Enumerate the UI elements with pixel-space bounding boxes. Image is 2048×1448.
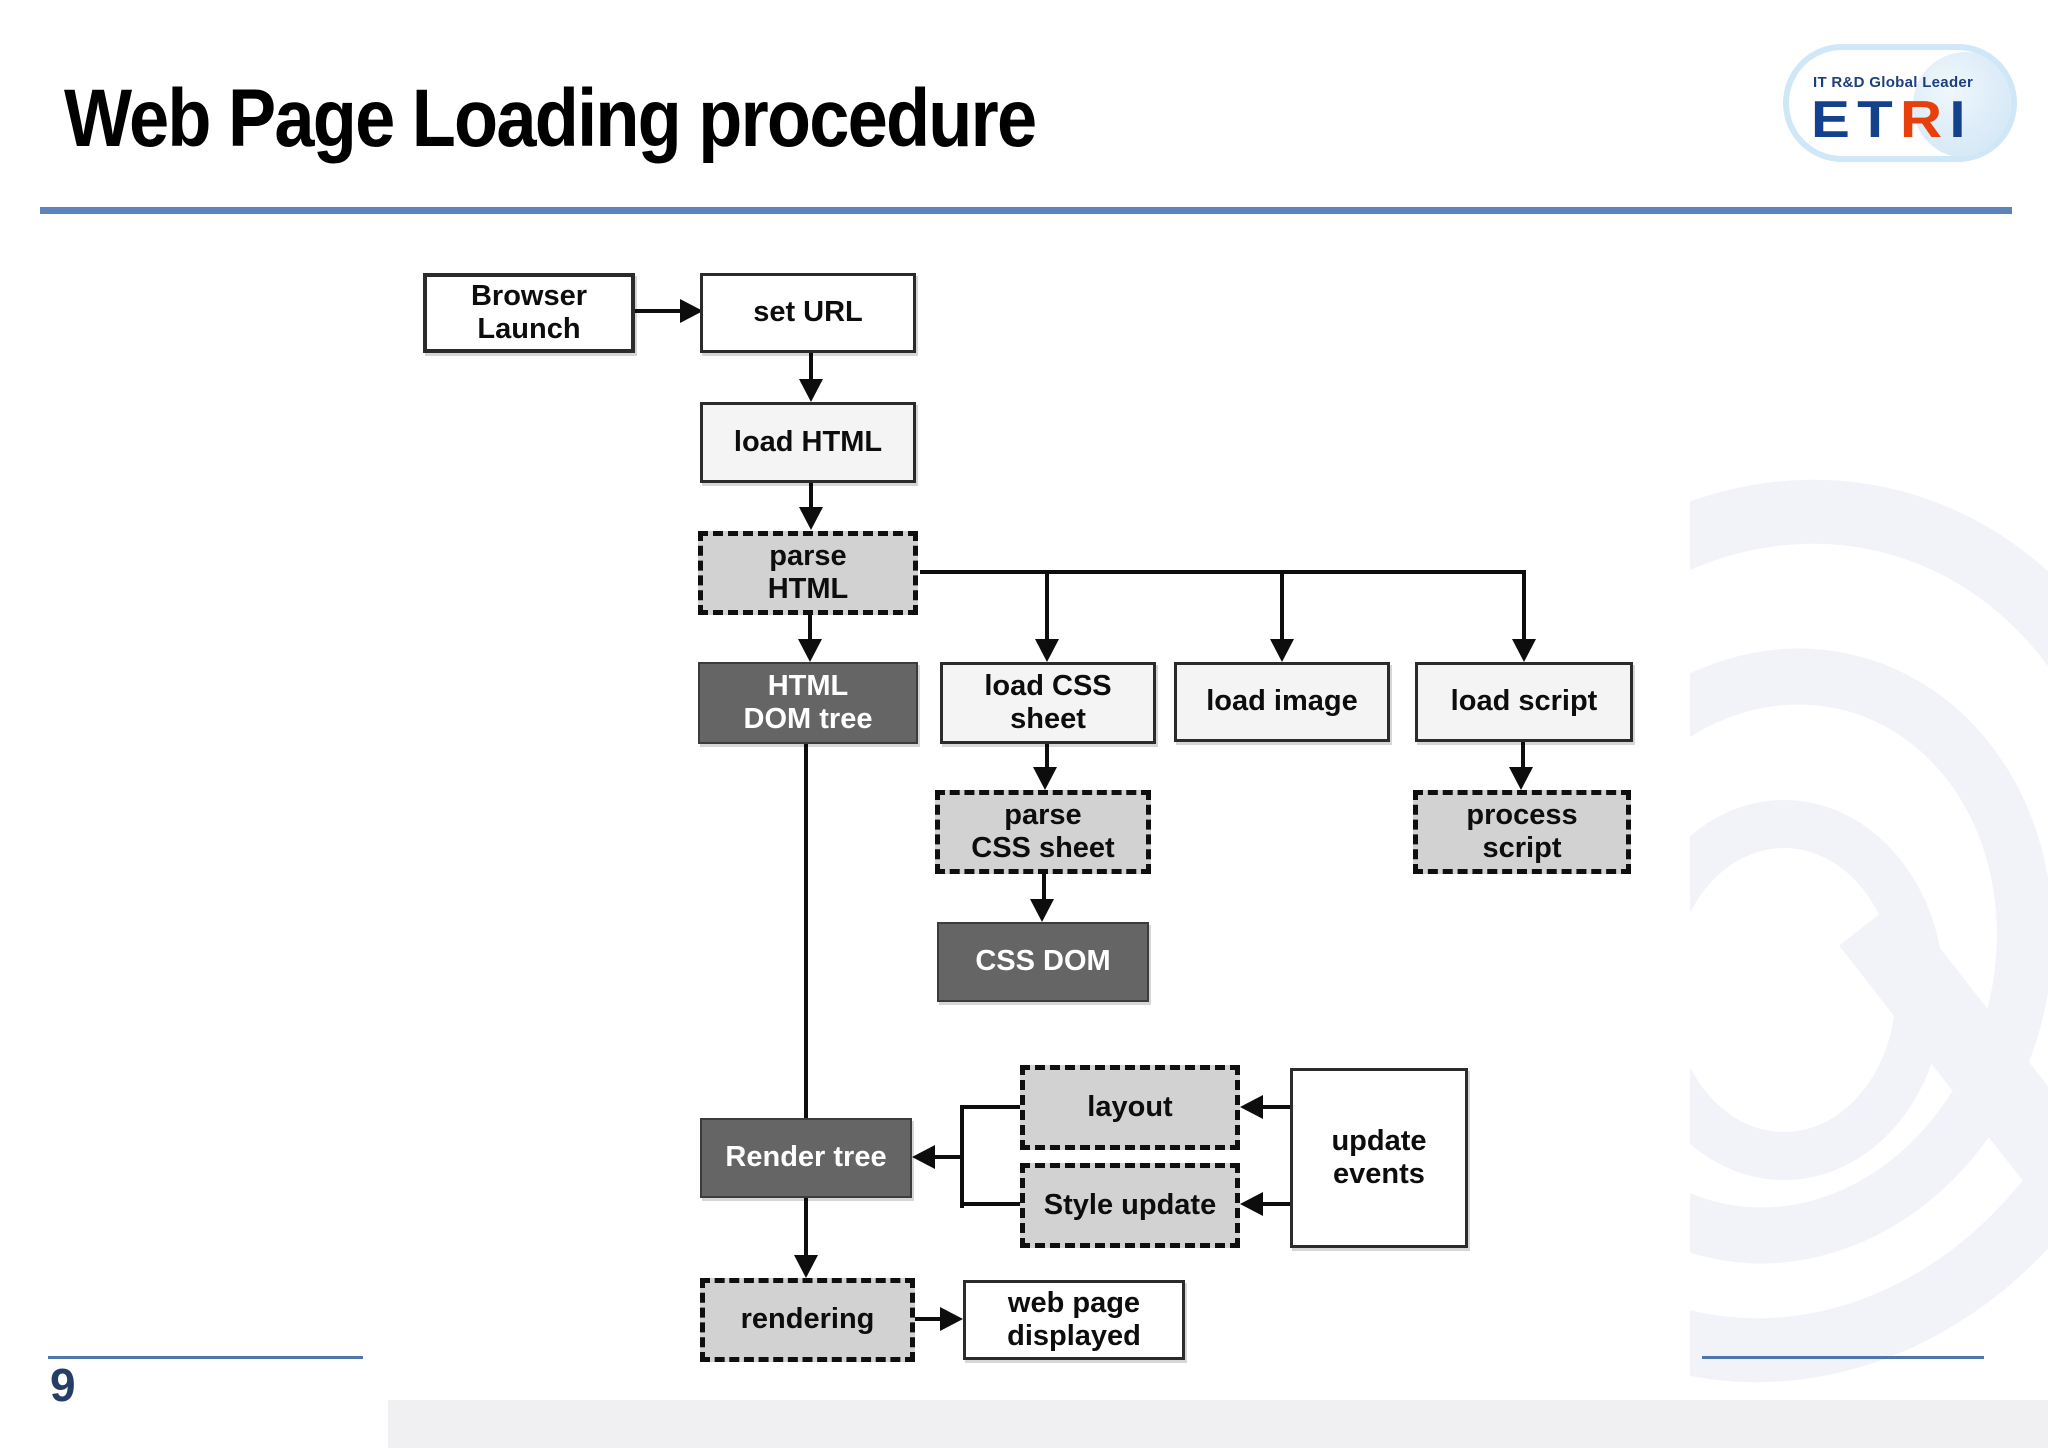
arrowhead-into-seturl [680,299,703,323]
globe-icon [1913,52,2011,156]
footer-line-left [48,1356,363,1359]
arrow-events-to-layout-line [1262,1105,1290,1109]
arrowhead-into-loadcss [1035,639,1059,662]
arrowhead-into-loadscript [1512,639,1536,662]
node-css-dom: CSS DOM [937,922,1149,1002]
node-parse-html: parse HTML [698,531,918,615]
arrowhead-into-rendertree [912,1145,935,1169]
node-process-script: process script [1413,790,1631,874]
node-load-image: load image [1174,662,1390,742]
node-load-css-sheet: load CSS sheet [940,662,1156,744]
bottom-band [388,1400,2048,1448]
logo-brand: ETRI [1811,94,1973,146]
branch-to-loadscript-line [1522,572,1526,641]
brand-et: ET [1811,90,1900,149]
node-render-tree: Render tree [700,1118,912,1198]
bracket-vertical-line [960,1107,964,1208]
branch-trunk-line [920,570,1526,574]
node-web-page-displayed: web page displayed [963,1280,1185,1360]
arrow-seturl-to-loadhtml-line [809,353,813,381]
title-underline [40,207,2012,214]
node-style-update: Style update [1020,1163,1240,1248]
arrowhead-into-cssdom [1030,899,1054,922]
arrow-loadscript-to-processscript-line [1521,742,1525,769]
arrow-events-to-styleupdate-line [1262,1202,1290,1206]
arrowhead-into-layout [1240,1095,1263,1119]
arrow-rendertree-to-rendering-line [804,1197,808,1257]
etri-logo: IT R&D Global Leader ETRI [1783,44,2017,162]
arrowhead-into-parsecss [1033,767,1057,790]
arrow-parsecss-to-cssdom-line [1042,874,1046,901]
arrowhead-into-rendering [794,1255,818,1278]
node-parse-css-sheet: parse CSS sheet [935,790,1151,874]
node-update-events: update events [1290,1068,1468,1248]
brand-r: R [1899,90,1950,149]
arrowhead-into-processscript [1509,767,1533,790]
line-domtree-to-rendertree [804,744,808,1118]
arrow-loadhtml-to-parsehtml-line [809,483,813,509]
node-load-script: load script [1415,662,1633,742]
node-rendering: rendering [700,1278,915,1362]
arrowhead-into-loadimage [1270,639,1294,662]
footer-line-right [1702,1356,1984,1359]
node-html-dom-tree: HTML DOM tree [698,662,918,744]
arrow-loadcss-to-parsecss-line [1045,744,1049,769]
brand-i: I [1949,90,1973,149]
node-browser-launch: Browser Launch [423,273,635,353]
arrow-parsehtml-to-domtree-line [808,614,812,641]
arrowhead-into-parsehtml [799,507,823,530]
bracket-styleupdate-stub [960,1202,1022,1206]
node-layout: layout [1020,1065,1240,1150]
node-load-html: load HTML [700,402,916,483]
page-number: 9 [50,1359,76,1411]
page-title: Web Page Loading procedure [64,73,1037,164]
arrow-bracket-to-rendertree-line [935,1155,962,1159]
node-set-url: set URL [700,273,916,353]
branch-to-loadcss-line [1045,572,1049,641]
etri-watermark [1690,470,2048,1448]
bracket-layout-stub [960,1105,1022,1109]
arrow-browser-to-seturl-line [635,309,683,313]
logo-tagline: IT R&D Global Leader [1813,74,1974,91]
arrowhead-into-styleupdate [1240,1192,1263,1216]
arrow-rendering-to-webpage-line [915,1317,943,1321]
branch-to-loadimage-line [1280,572,1284,641]
arrowhead-into-loadhtml [799,379,823,402]
arrowhead-into-webpage [940,1307,963,1331]
arrowhead-into-domtree [798,639,822,662]
